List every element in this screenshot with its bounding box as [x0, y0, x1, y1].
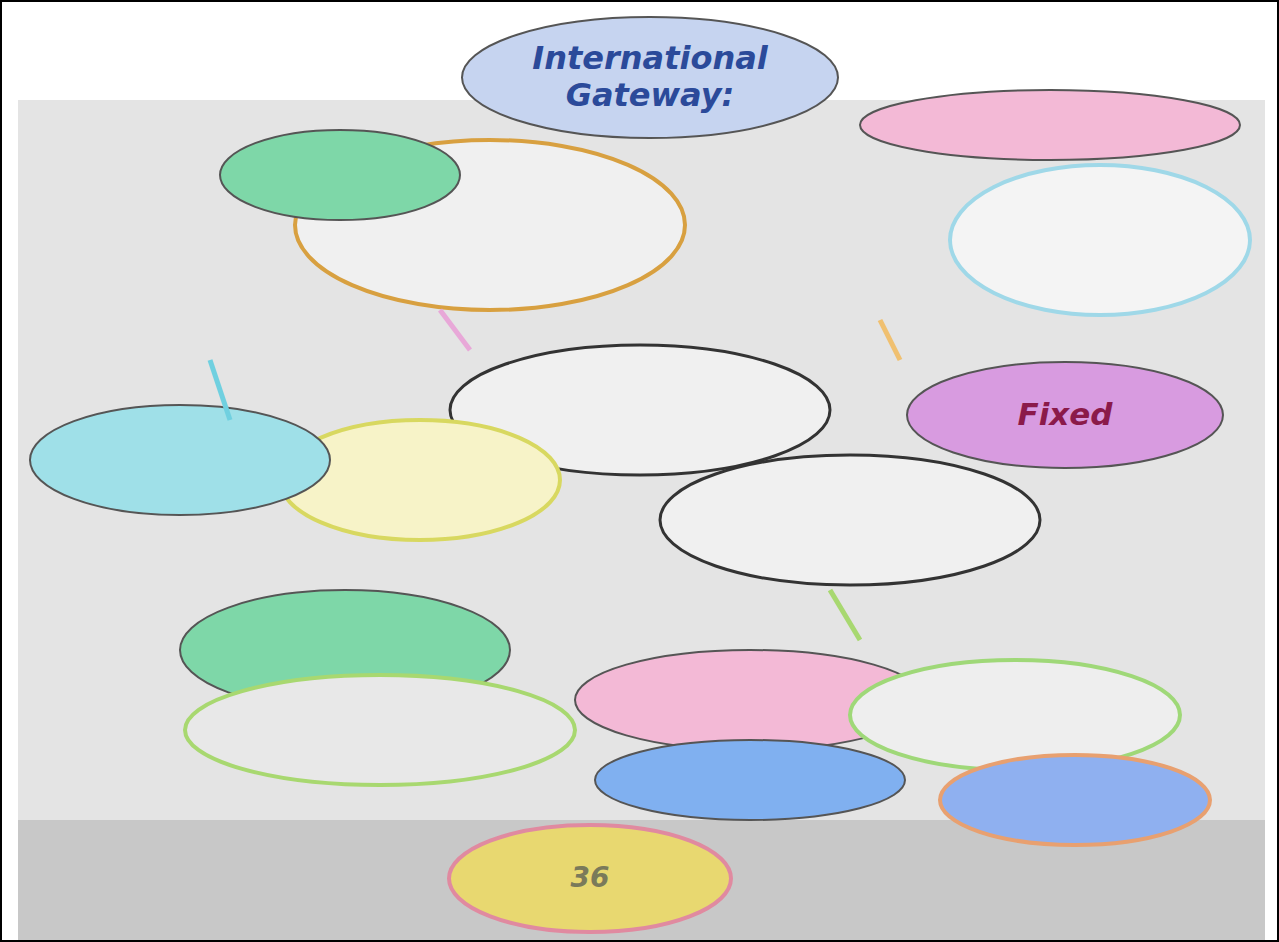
node-label: Fixed [1017, 397, 1112, 433]
ellipse-node: Fixed [905, 360, 1225, 470]
ellipse-node: International Gateway: [460, 15, 840, 140]
node-label: 36 [571, 862, 610, 894]
ellipse-node: 36 [445, 821, 735, 936]
node-label: International Gateway: [532, 40, 768, 114]
